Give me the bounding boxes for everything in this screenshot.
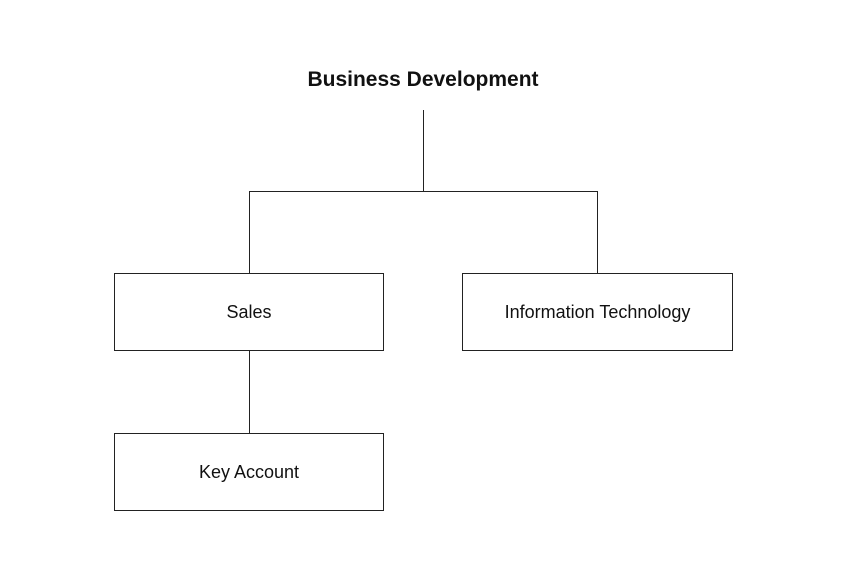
node-key-account: Key Account [114, 433, 384, 511]
connector-sales-to-key-account [249, 350, 250, 434]
connector-to-it [597, 191, 598, 274]
connector-root-down [423, 110, 424, 191]
node-sales: Sales [114, 273, 384, 351]
connector-to-sales [249, 191, 250, 274]
root-node-title: Business Development [307, 68, 539, 91]
connector-horizontal [249, 191, 598, 192]
node-information-technology: Information Technology [462, 273, 733, 351]
